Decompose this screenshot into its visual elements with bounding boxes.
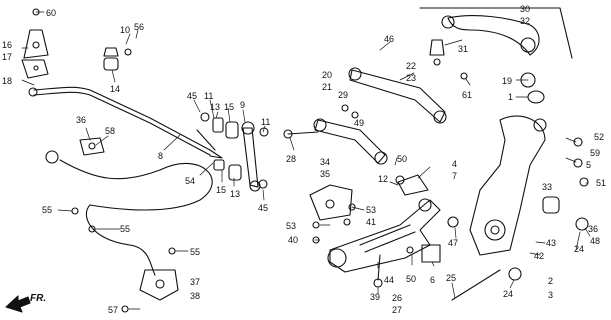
callout-50-lower: 50 [406, 274, 416, 284]
bracket-34-35 [309, 184, 353, 221]
callout-27: 27 [392, 305, 402, 315]
front-direction-arrow [5, 295, 31, 313]
callout-46: 46 [384, 34, 394, 44]
callout-12: 12 [378, 174, 388, 184]
callout-26: 26 [392, 293, 402, 303]
lower-arm-a [348, 67, 447, 124]
stabilizer-link [196, 112, 269, 192]
callout-3: 3 [548, 290, 553, 300]
abs-sensor-harness [45, 137, 213, 313]
callout-18: 18 [2, 76, 12, 86]
callout-57: 57 [108, 305, 118, 315]
callout-25: 25 [446, 273, 456, 283]
leader-lines [21, 11, 591, 310]
knuckle [469, 115, 560, 256]
callout-13-upper: 13 [210, 102, 220, 112]
callout-24-lower: 24 [503, 289, 513, 299]
callout-55-a: 55 [42, 205, 52, 215]
stabilizer-bracket [21, 8, 49, 79]
front-direction-label: FR. [30, 293, 46, 304]
callout-15-lower: 15 [216, 185, 226, 195]
callout-19: 19 [502, 76, 512, 86]
callout-17: 17 [2, 52, 12, 62]
callout-4: 4 [452, 159, 457, 169]
callout-39: 39 [370, 292, 380, 302]
callout-53: 53 [366, 205, 376, 215]
trailing-arm [327, 198, 441, 273]
callout-44: 44 [384, 275, 394, 285]
callout-labels: 60 16 17 18 10 56 14 8 36 58 45 11 13 15… [2, 4, 606, 315]
callout-37: 37 [190, 277, 200, 287]
callout-7: 7 [452, 171, 457, 181]
callout-8: 8 [158, 151, 163, 161]
stabilizer-bushing [103, 47, 132, 71]
callout-15-upper: 15 [224, 102, 234, 112]
bolt-29 [341, 104, 349, 112]
callout-34: 34 [320, 157, 330, 167]
callout-45-upper: 45 [187, 91, 197, 101]
callout-47: 47 [448, 238, 458, 248]
callout-32: 32 [520, 16, 530, 26]
callout-45-lower: 45 [258, 203, 268, 213]
bolt-28 [287, 131, 319, 135]
stabilizer-bar [28, 86, 223, 159]
callout-20: 20 [322, 70, 332, 80]
nut-49 [351, 111, 359, 119]
callout-52: 52 [594, 132, 604, 142]
callout-38: 38 [190, 291, 200, 301]
callout-36: 36 [76, 115, 86, 125]
callout-11-right: 11 [261, 117, 270, 127]
callout-23: 23 [406, 73, 416, 83]
callout-61: 61 [462, 90, 472, 100]
callout-59: 59 [590, 148, 600, 158]
callout-41: 41 [366, 217, 376, 227]
lower-arm-b [313, 118, 388, 165]
callout-36-right: 36 [588, 224, 598, 234]
hardware-right [312, 72, 589, 301]
callout-28: 28 [286, 154, 296, 164]
callout-48: 48 [590, 236, 600, 246]
callout-13-lower: 13 [230, 189, 240, 199]
callout-50-upper: 50 [397, 154, 407, 164]
callout-5: 5 [586, 160, 591, 170]
callout-11-upper: 11 [204, 91, 213, 101]
callout-1: 1 [508, 92, 513, 102]
callout-30: 30 [520, 4, 530, 14]
callout-2: 2 [548, 276, 553, 286]
callout-53-left: 53 [286, 221, 296, 231]
callout-58: 58 [105, 126, 115, 136]
callout-6: 6 [430, 275, 435, 285]
callout-55-b: 55 [120, 224, 130, 234]
callout-33: 33 [542, 182, 552, 192]
callout-55-c: 55 [190, 247, 200, 257]
callout-29: 29 [338, 90, 348, 100]
callout-21: 21 [322, 82, 332, 92]
callout-56: 56 [134, 22, 144, 32]
callout-49: 49 [354, 118, 364, 128]
callout-54: 54 [185, 176, 195, 186]
callout-42: 42 [534, 251, 544, 261]
upper-control-arm [419, 7, 573, 104]
callout-16: 16 [2, 40, 12, 50]
callout-43: 43 [546, 238, 556, 248]
callout-51: 51 [596, 178, 606, 188]
callout-31: 31 [458, 44, 468, 54]
callout-10: 10 [120, 25, 130, 35]
callout-22: 22 [406, 61, 416, 71]
callout-35: 35 [320, 169, 330, 179]
callout-24-right: 24 [574, 244, 584, 254]
callout-14: 14 [110, 84, 120, 94]
callout-60: 60 [46, 8, 56, 18]
callout-40: 40 [288, 235, 298, 245]
callout-9: 9 [240, 100, 245, 110]
